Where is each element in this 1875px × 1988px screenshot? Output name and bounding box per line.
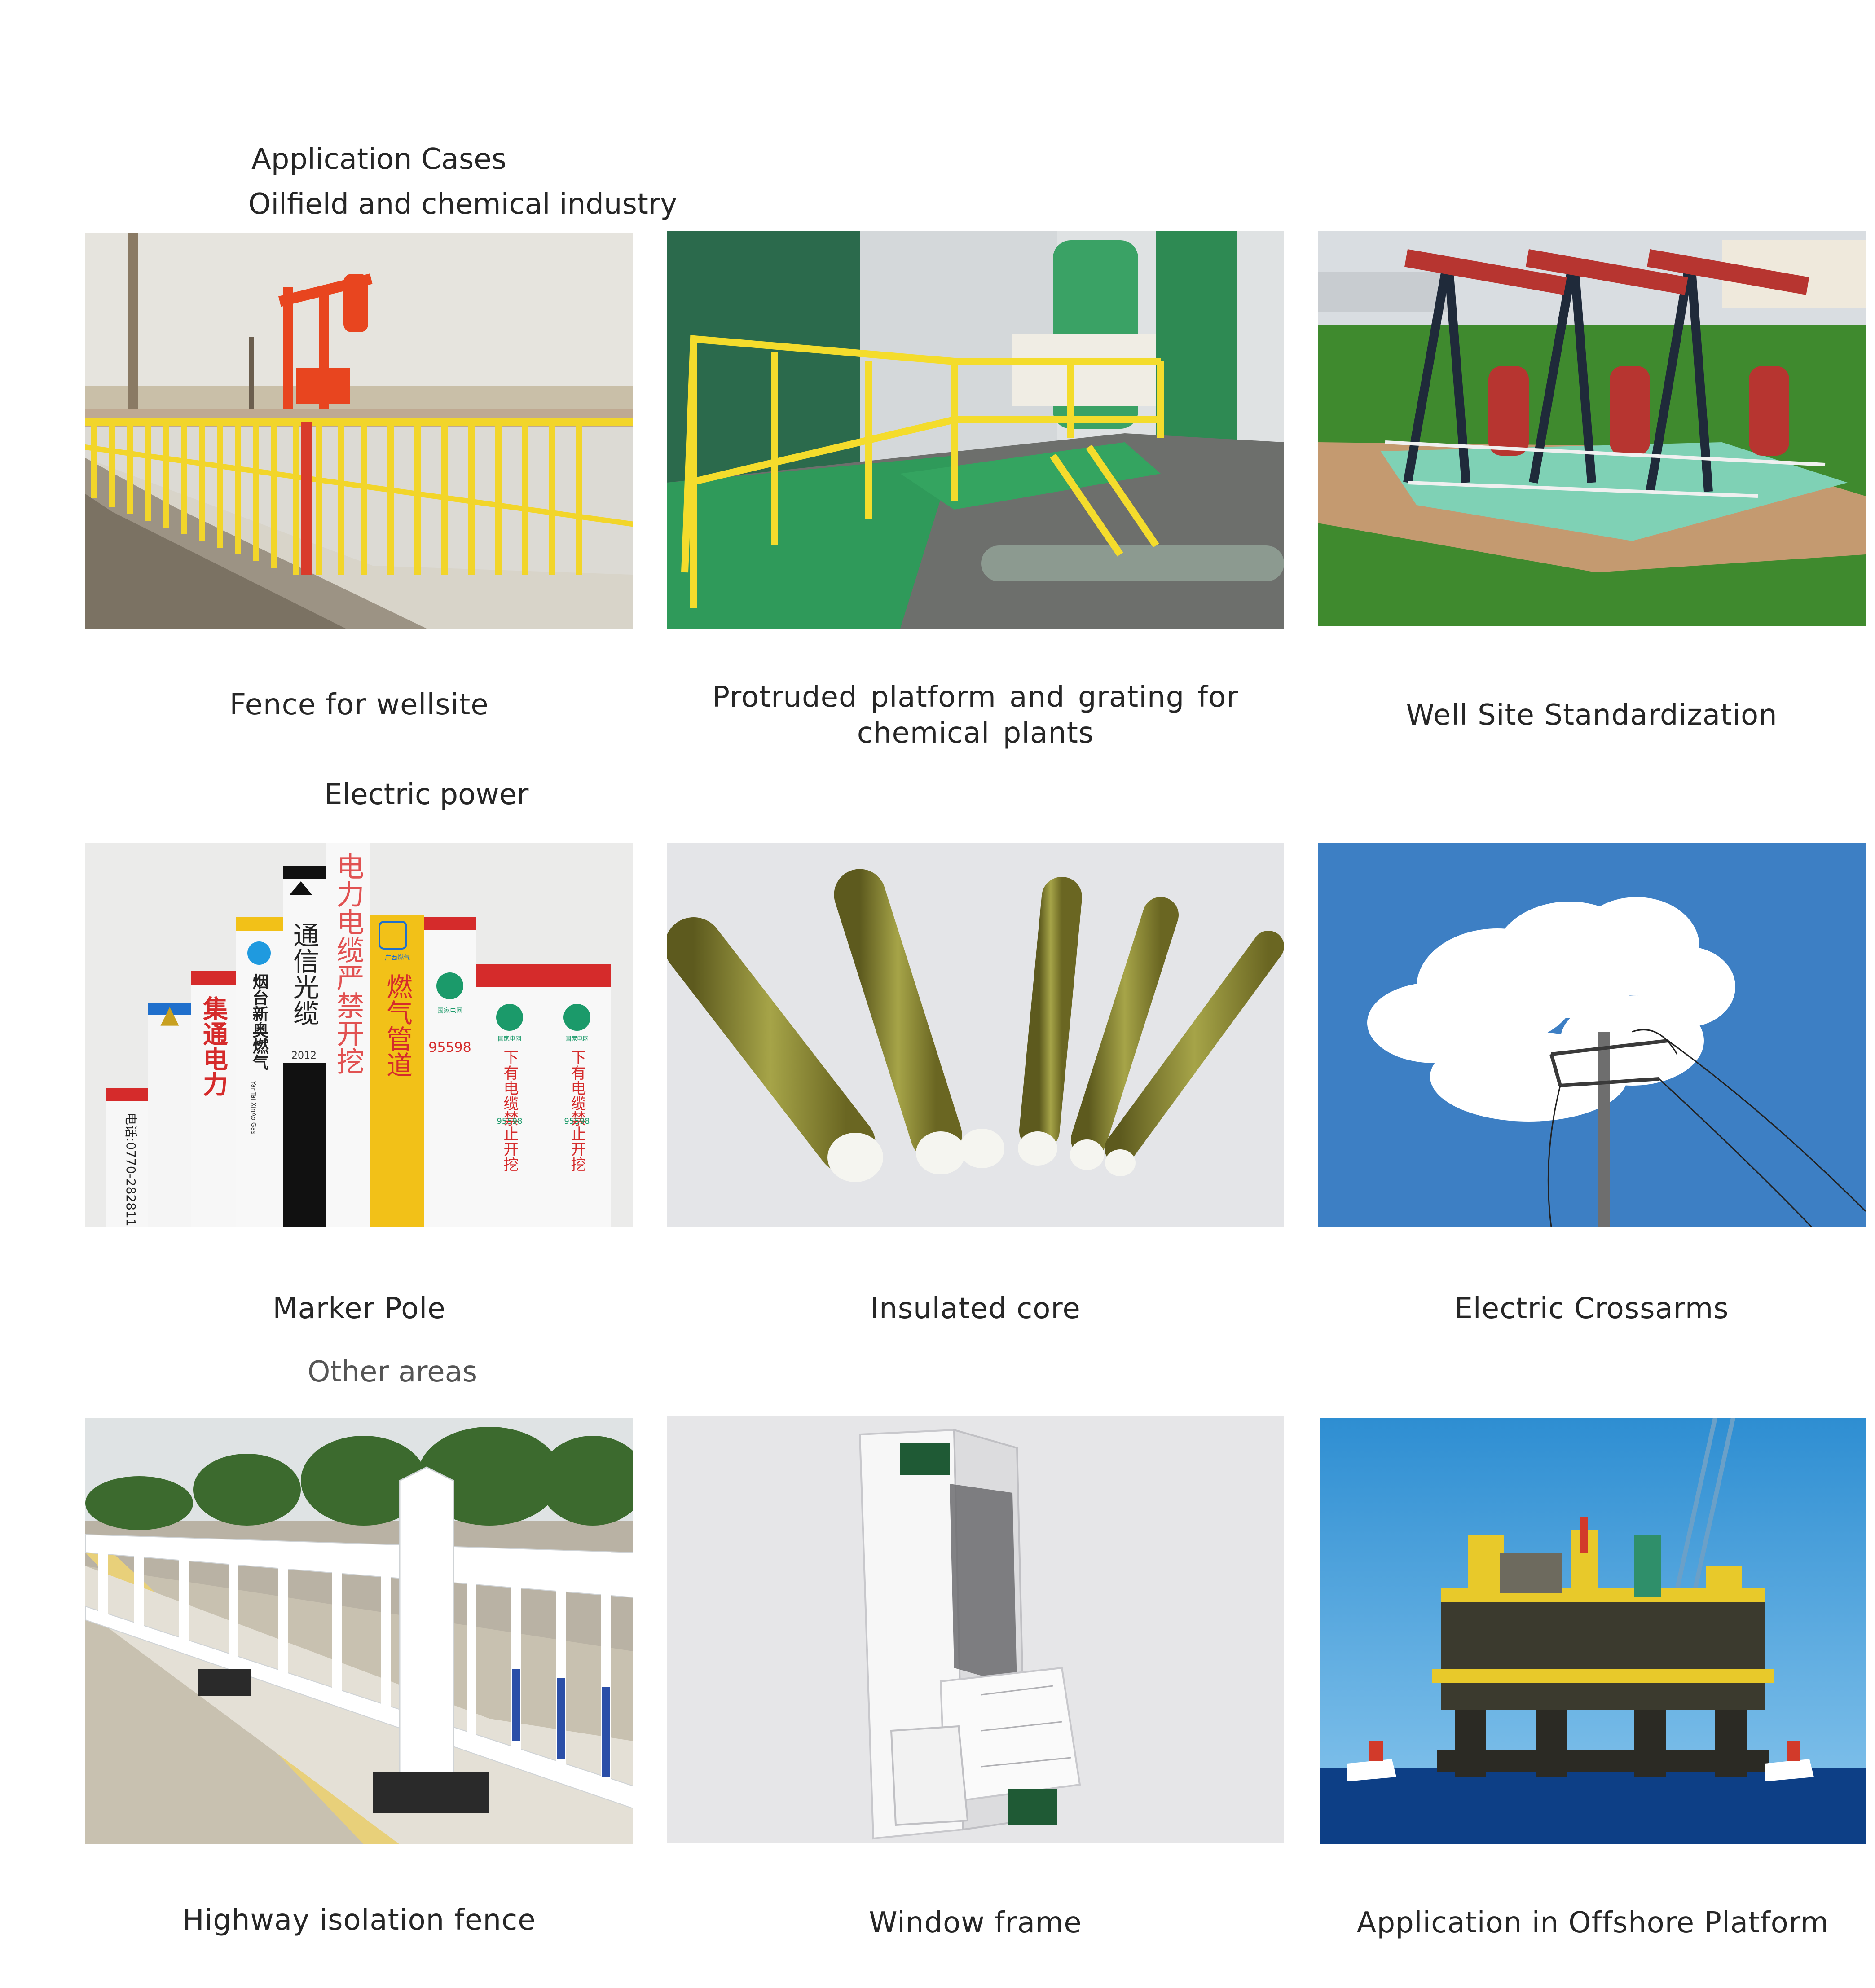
caption-well-site: Well Site Standardization: [1406, 699, 1778, 732]
photo-electric-crossarms: [1318, 843, 1866, 1227]
marker-pole-p8-bottom: 95598: [497, 1117, 522, 1126]
photo-fence-wellsite: [85, 233, 633, 629]
marker-pole-p8-top: 国家电网: [498, 1035, 521, 1042]
marker-pole-p6-top: 广西燃气: [385, 954, 410, 962]
photo-platform-grating: [667, 231, 1284, 629]
caption-window-frame: Window frame: [869, 1906, 1082, 1940]
svg-text:▲: ▲: [160, 1000, 179, 1029]
marker-pole-p9-text: 下有电缆禁止开挖: [568, 1050, 586, 1172]
marker-pole-p4-year: 2012: [291, 1050, 317, 1061]
caption-marker-pole: Marker Pole: [273, 1292, 446, 1325]
marker-pole-p9-bottom: 95598: [564, 1117, 590, 1126]
caption-highway-fence: Highway isolation fence: [182, 1904, 536, 1937]
section-heading-other: Other areas: [308, 1355, 478, 1389]
marker-pole-p1-text: 电话:0770-2828116: [123, 1113, 138, 1227]
photo-window-frame: [667, 1416, 1284, 1843]
marker-pole-p9-top: 国家电网: [565, 1035, 589, 1042]
caption-platform-grating: Protruded platform and grating for chemi…: [712, 681, 1239, 750]
photo-insulated-core: [667, 843, 1284, 1227]
caption-electric-crossarms: Electric Crossarms: [1454, 1292, 1729, 1325]
photo-marker-pole: 电话:0770-2828116 ▲ 集通电力 烟台新奥燃气 YanTai Xin…: [85, 843, 633, 1227]
marker-pole-p5-text: 电力电缆严禁开挖: [332, 852, 365, 1075]
photo-offshore-platform: [1320, 1418, 1866, 1844]
marker-pole-p2-text: 集通电力: [199, 996, 229, 1096]
page-title: Application Cases: [251, 143, 506, 176]
section-heading-oilfield: Oilfield and chemical industry: [248, 188, 678, 221]
marker-pole-p3-sub: YanTai XinAo Gas: [250, 1081, 257, 1135]
caption-insulated-core: Insulated core: [870, 1292, 1081, 1325]
marker-pole-p4-text: 通信光缆: [289, 922, 319, 1026]
caption-fence-wellsite: Fence for wellsite: [229, 688, 489, 721]
marker-pole-p7-text: 95598: [428, 1040, 471, 1056]
caption-offshore: Application in Offshore Platform: [1356, 1906, 1829, 1940]
section-heading-electric: Electric power: [324, 778, 529, 811]
marker-pole-p6-text: 燃气管道: [382, 973, 413, 1078]
marker-pole-p8-text: 下有电缆禁止开挖: [501, 1050, 519, 1172]
marker-pole-p3-text: 烟台新奥燃气: [250, 973, 269, 1070]
marker-pole-p7-top: 国家电网: [437, 1007, 462, 1015]
photo-well-site: [1318, 231, 1866, 626]
photo-highway-fence: [85, 1418, 633, 1844]
